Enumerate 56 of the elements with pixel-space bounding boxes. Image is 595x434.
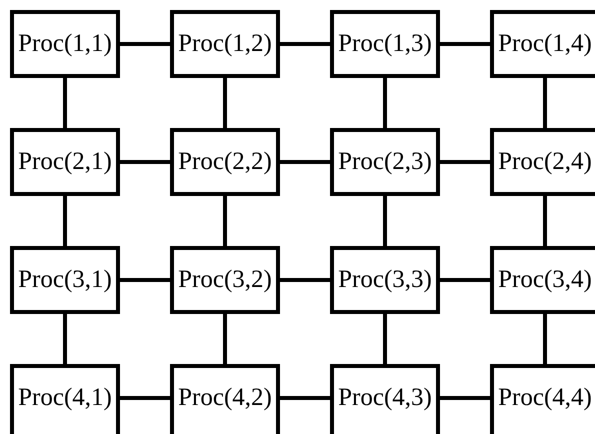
process-box bbox=[330, 246, 440, 314]
process-box bbox=[490, 364, 595, 434]
connector-line bbox=[543, 196, 547, 246]
connector-line bbox=[120, 278, 170, 282]
process-label: Proc(3,2) bbox=[178, 266, 272, 294]
connector-line bbox=[543, 78, 547, 128]
connector-line bbox=[63, 314, 67, 364]
connector-line bbox=[280, 42, 330, 46]
connector-line bbox=[383, 196, 387, 246]
connector-line bbox=[223, 196, 227, 246]
process-box bbox=[170, 364, 280, 434]
connector-line bbox=[440, 42, 490, 46]
process-label: Proc(2,1) bbox=[18, 148, 112, 176]
process-label: Proc(3,1) bbox=[18, 266, 112, 294]
connector-line bbox=[63, 78, 67, 128]
connector-line bbox=[120, 396, 170, 400]
connector-line bbox=[440, 396, 490, 400]
connector-line bbox=[440, 278, 490, 282]
process-box bbox=[170, 10, 280, 78]
process-label: Proc(3,4) bbox=[498, 266, 592, 294]
connector-line bbox=[383, 78, 387, 128]
process-label: Proc(4,3) bbox=[338, 384, 432, 412]
process-label: Proc(1,1) bbox=[18, 30, 112, 58]
process-label: Proc(1,2) bbox=[178, 30, 272, 58]
connector-line bbox=[280, 278, 330, 282]
process-label: Proc(4,4) bbox=[498, 384, 592, 412]
process-box bbox=[10, 128, 120, 196]
process-box bbox=[170, 246, 280, 314]
process-label: Proc(4,1) bbox=[18, 384, 112, 412]
connector-line bbox=[120, 160, 170, 164]
process-label: Proc(2,3) bbox=[338, 148, 432, 176]
process-box bbox=[10, 364, 120, 434]
connector-line bbox=[223, 78, 227, 128]
process-box bbox=[490, 10, 595, 78]
process-label: Proc(3,3) bbox=[338, 266, 432, 294]
process-label: Proc(4,2) bbox=[178, 384, 272, 412]
process-box bbox=[10, 10, 120, 78]
process-box bbox=[490, 246, 595, 314]
connector-line bbox=[223, 314, 227, 364]
connector-line bbox=[280, 396, 330, 400]
connector-line bbox=[280, 160, 330, 164]
process-label: Proc(1,3) bbox=[338, 30, 432, 58]
process-box bbox=[10, 246, 120, 314]
process-box bbox=[330, 128, 440, 196]
process-box bbox=[330, 364, 440, 434]
connector-line bbox=[440, 160, 490, 164]
process-label: Proc(2,2) bbox=[178, 148, 272, 176]
connector-line bbox=[383, 314, 387, 364]
process-label: Proc(1,4) bbox=[498, 30, 592, 58]
process-label: Proc(2,4) bbox=[498, 148, 592, 176]
process-box bbox=[330, 10, 440, 78]
connector-line bbox=[120, 42, 170, 46]
connector-line bbox=[543, 314, 547, 364]
connector-line bbox=[63, 196, 67, 246]
process-box bbox=[490, 128, 595, 196]
process-box bbox=[170, 128, 280, 196]
